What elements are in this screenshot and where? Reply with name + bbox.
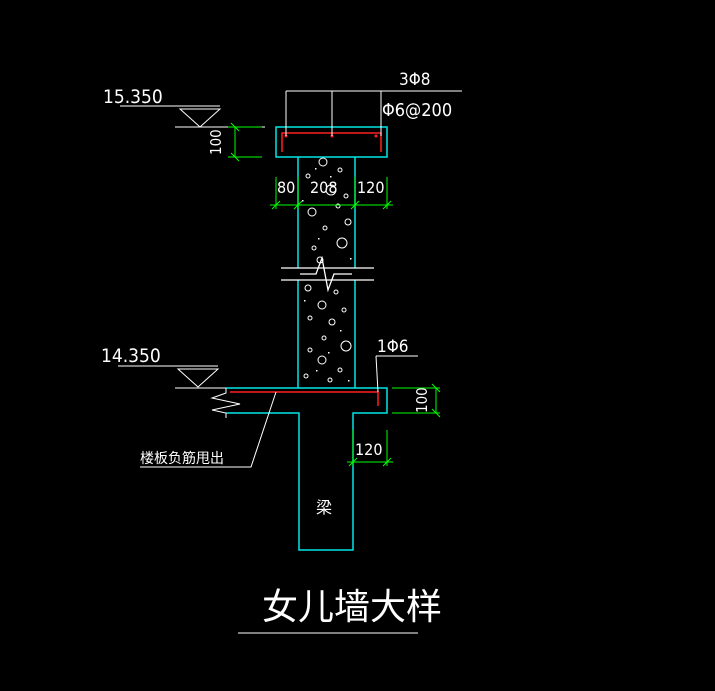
top-stirrup-label: Φ6@200 xyxy=(382,100,452,121)
drawing-title: 女儿墙大样 xyxy=(262,587,442,628)
concrete-hatch xyxy=(303,157,352,383)
dim-coping-thickness: 100 xyxy=(207,129,225,155)
wall-lower-outline xyxy=(297,280,356,388)
beam-label: 梁 xyxy=(316,498,332,517)
rebar xyxy=(230,132,382,406)
concrete-hatch-points xyxy=(302,168,352,382)
slab-rebar xyxy=(230,391,379,406)
dim-beam-ledge-thickness: 100 xyxy=(413,387,431,413)
break-line xyxy=(281,255,374,293)
dim-wall-width: 208 xyxy=(310,178,337,197)
leader-lines xyxy=(118,90,462,634)
rebar-dots xyxy=(284,134,378,138)
dim-left-offset: 80 xyxy=(277,178,295,197)
dim-beam-ledge-width: 120 xyxy=(355,440,382,459)
slab-bar-note: 楼板负筋甩出 xyxy=(140,450,224,467)
dimension-lines xyxy=(228,122,441,467)
elevation-top-label: 15.350 xyxy=(103,86,163,108)
dim-right-offset: 120 xyxy=(357,178,384,197)
top-main-rebar-label: 3Φ8 xyxy=(399,70,431,90)
concrete-outline xyxy=(226,126,388,551)
elevation-bottom-label: 14.350 xyxy=(101,345,161,367)
bottom-rebar-label: 1Φ6 xyxy=(377,337,409,357)
slab-beam-outline xyxy=(226,387,388,551)
wall-upper-outline xyxy=(297,157,356,268)
